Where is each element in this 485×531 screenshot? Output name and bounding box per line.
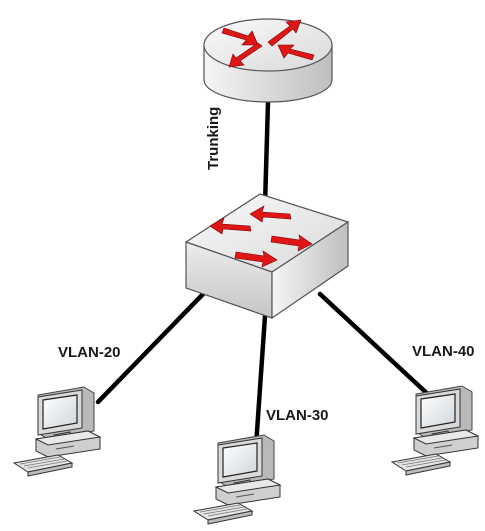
trunking-label: Trunking	[205, 106, 222, 170]
links	[95, 99, 435, 449]
router-icon	[203, 18, 333, 103]
link-vlan-20	[95, 289, 208, 405]
trunk-link	[262, 99, 271, 208]
vlan-20-label: VLAN-20	[58, 344, 121, 361]
vlan-40-label: VLAN-40	[412, 343, 475, 360]
vlan-30-label: VLAN-30	[266, 407, 329, 424]
computer-icon-vlan-40	[391, 385, 479, 476]
link-vlan-30	[253, 313, 268, 449]
computer-icon-vlan-20	[13, 386, 101, 477]
switch-icon	[184, 193, 350, 320]
computer-icon-vlan-30	[193, 434, 281, 525]
link-vlan-40	[317, 291, 435, 401]
